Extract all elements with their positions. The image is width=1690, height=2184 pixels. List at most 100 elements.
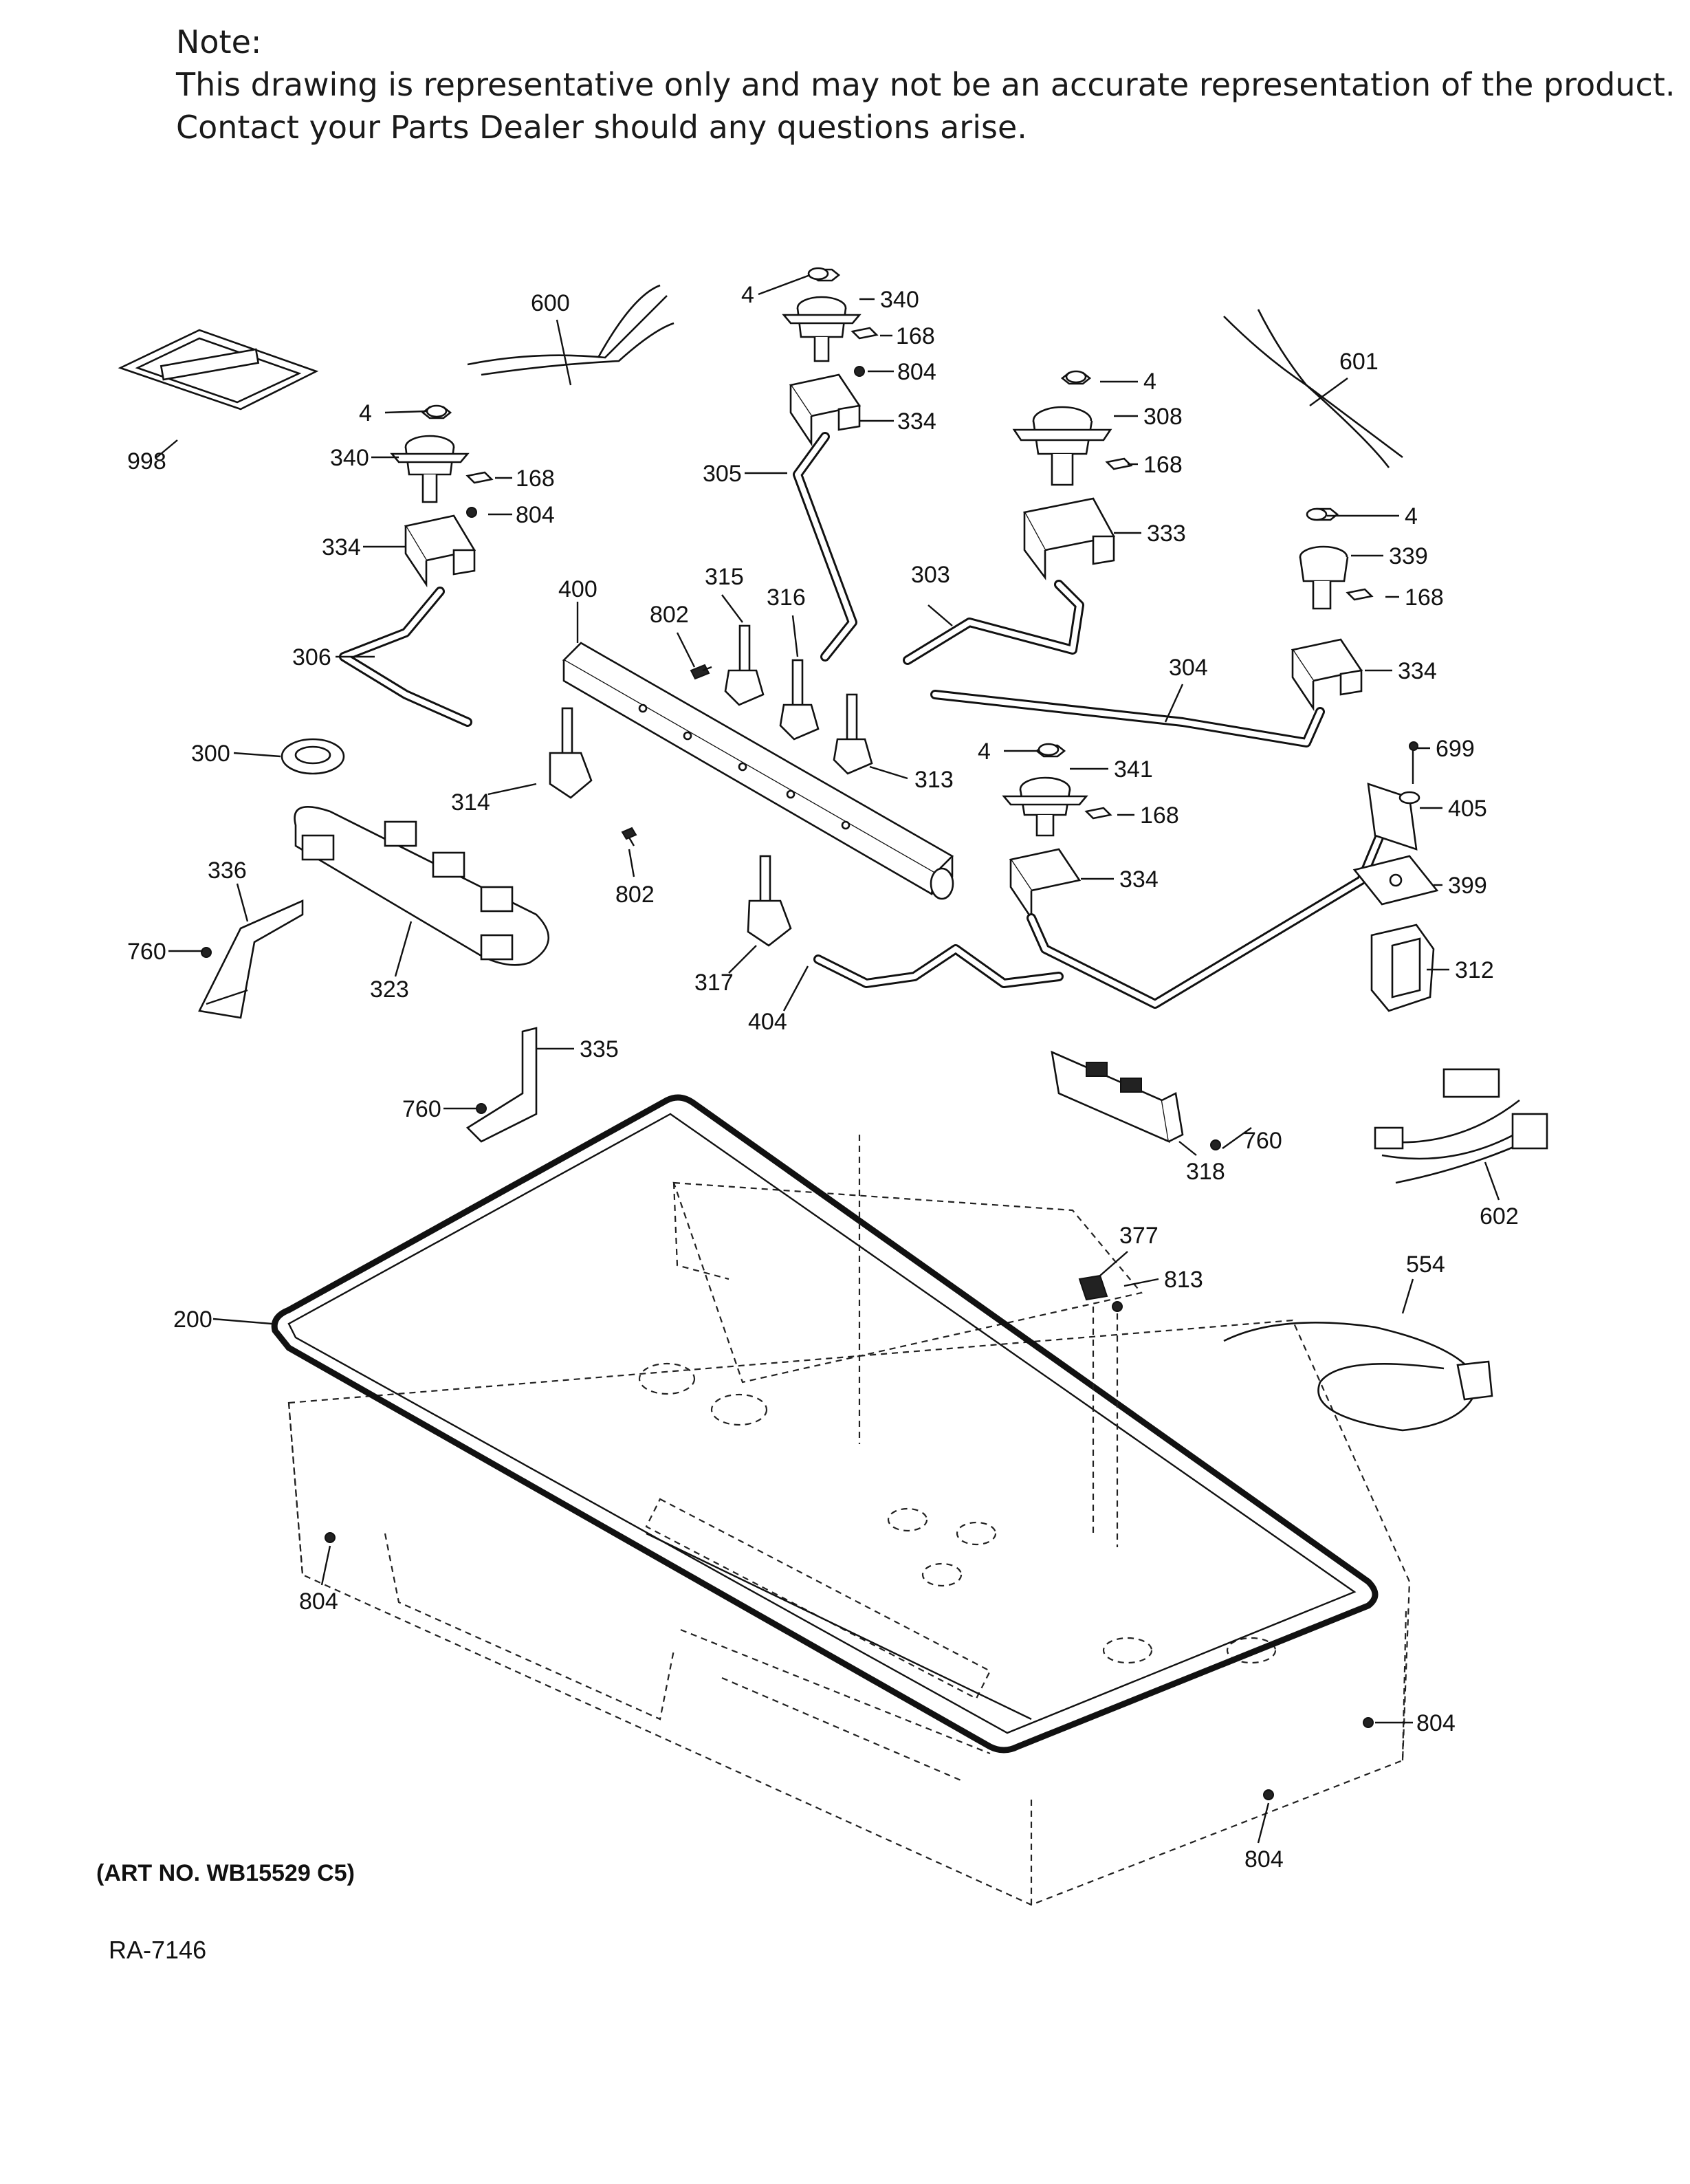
callout-554: 554 [1406, 1252, 1445, 1278]
callout-760: 760 [1243, 1128, 1282, 1154]
callout-334: 334 [897, 408, 936, 435]
burner-340-top [782, 268, 862, 362]
callout-306: 306 [292, 644, 331, 670]
art-number: (ART NO. WB15529 C5) [96, 1860, 355, 1886]
callout-316: 316 [767, 585, 806, 611]
callout-313: 313 [914, 767, 954, 793]
bracket-335 [465, 1027, 538, 1143]
valve-316 [779, 659, 820, 741]
callout-314: 314 [451, 789, 490, 816]
valve-317 [747, 855, 792, 947]
plate-399 [1352, 855, 1439, 906]
screw-802a [690, 664, 712, 680]
callout-168: 168 [516, 466, 555, 492]
callout-802: 802 [650, 602, 689, 628]
terminal-block-318 [1051, 1050, 1184, 1144]
bracket-334-mid [1009, 848, 1082, 921]
wire-harness-602 [1374, 1068, 1548, 1184]
callout-318: 318 [1186, 1159, 1225, 1185]
tubes [339, 432, 1401, 1009]
burner-308 [1012, 371, 1112, 486]
callout-804: 804 [516, 502, 555, 528]
callout-804: 804 [897, 359, 936, 385]
callout-600: 600 [531, 290, 570, 316]
callout-323: 323 [370, 976, 409, 1003]
callout-804: 804 [299, 1588, 338, 1615]
note-line-2: Contact your Parts Dealer should any que… [176, 109, 1027, 146]
callout-4: 4 [1405, 503, 1418, 529]
burner-339 [1299, 507, 1349, 610]
callout-341: 341 [1114, 756, 1153, 783]
callout-200: 200 [173, 1307, 212, 1333]
callout-334: 334 [1398, 658, 1437, 684]
screw-813 [1112, 1301, 1123, 1312]
bracket-334-top [789, 373, 862, 447]
callout-813: 813 [1164, 1267, 1203, 1293]
nut-4-set [426, 267, 1328, 756]
note-heading: Note: [176, 23, 262, 61]
callout-334: 334 [322, 534, 361, 560]
callout-335: 335 [580, 1036, 619, 1062]
bracket-334-left [404, 514, 476, 588]
wire-harness-601 [1223, 309, 1403, 468]
callout-760: 760 [127, 939, 166, 965]
disclaimer-note: Note: This drawing is representative onl… [176, 21, 1676, 149]
callout-4: 4 [359, 400, 372, 426]
burner-340-left [390, 406, 470, 503]
callout-315: 315 [705, 564, 744, 590]
regulator-312 [1370, 924, 1435, 1012]
parts-bag-998 [118, 329, 319, 411]
callout-168: 168 [1143, 452, 1183, 478]
callout-labels: 998 600 4 340 168 804 334 4 340 168 804 … [127, 282, 1519, 1872]
support-405 [1367, 741, 1420, 851]
callout-699: 699 [1436, 736, 1475, 762]
callout-340: 340 [880, 287, 919, 313]
callout-168: 168 [1405, 585, 1444, 611]
valve-315 [724, 624, 765, 706]
callout-168: 168 [896, 323, 935, 349]
callout-400: 400 [558, 576, 597, 602]
callout-804: 804 [1416, 1710, 1456, 1736]
callout-339: 339 [1389, 543, 1428, 569]
callout-404: 404 [748, 1009, 787, 1035]
clip-168e [1084, 807, 1112, 820]
callout-333: 333 [1147, 521, 1186, 547]
callout-405: 405 [1448, 796, 1487, 822]
assembly-guides [858, 1135, 1119, 1547]
wire-harness-600 [467, 284, 674, 376]
valve-314 [549, 707, 593, 799]
valve-313 [833, 693, 873, 775]
callout-168: 168 [1140, 802, 1179, 829]
callout-304: 304 [1169, 655, 1208, 681]
callout-303: 303 [911, 562, 950, 588]
cooktop-bottom-pan [287, 1181, 1411, 1906]
callout-4: 4 [1143, 369, 1156, 395]
screw-802b [621, 827, 637, 847]
burner-cap-300 [281, 738, 345, 775]
bracket-336 [198, 899, 304, 1019]
callout-760: 760 [402, 1096, 441, 1122]
manifold-400 [562, 642, 954, 900]
callout-336: 336 [208, 858, 247, 884]
callout-317: 317 [694, 970, 734, 996]
callout-802: 802 [615, 882, 655, 908]
callout-308: 308 [1143, 404, 1183, 430]
bracket-333 [1023, 497, 1115, 580]
note-line-1: This drawing is representative only and … [176, 66, 1676, 103]
screw-804-set [201, 366, 1374, 1800]
callout-4: 4 [978, 739, 991, 765]
clip-168a [851, 327, 879, 340]
callout-312: 312 [1455, 957, 1494, 983]
callout-399: 399 [1448, 873, 1487, 899]
clip-168b [465, 471, 494, 484]
callout-300: 300 [191, 741, 230, 767]
callout-334: 334 [1119, 866, 1159, 893]
clip-168d [1346, 588, 1374, 601]
leader-lines [156, 274, 1500, 1844]
callout-804: 804 [1244, 1846, 1284, 1872]
callout-602: 602 [1480, 1203, 1519, 1230]
callout-4: 4 [741, 282, 754, 308]
power-cord-554 [1223, 1322, 1493, 1432]
bracket-334-right [1291, 638, 1363, 712]
